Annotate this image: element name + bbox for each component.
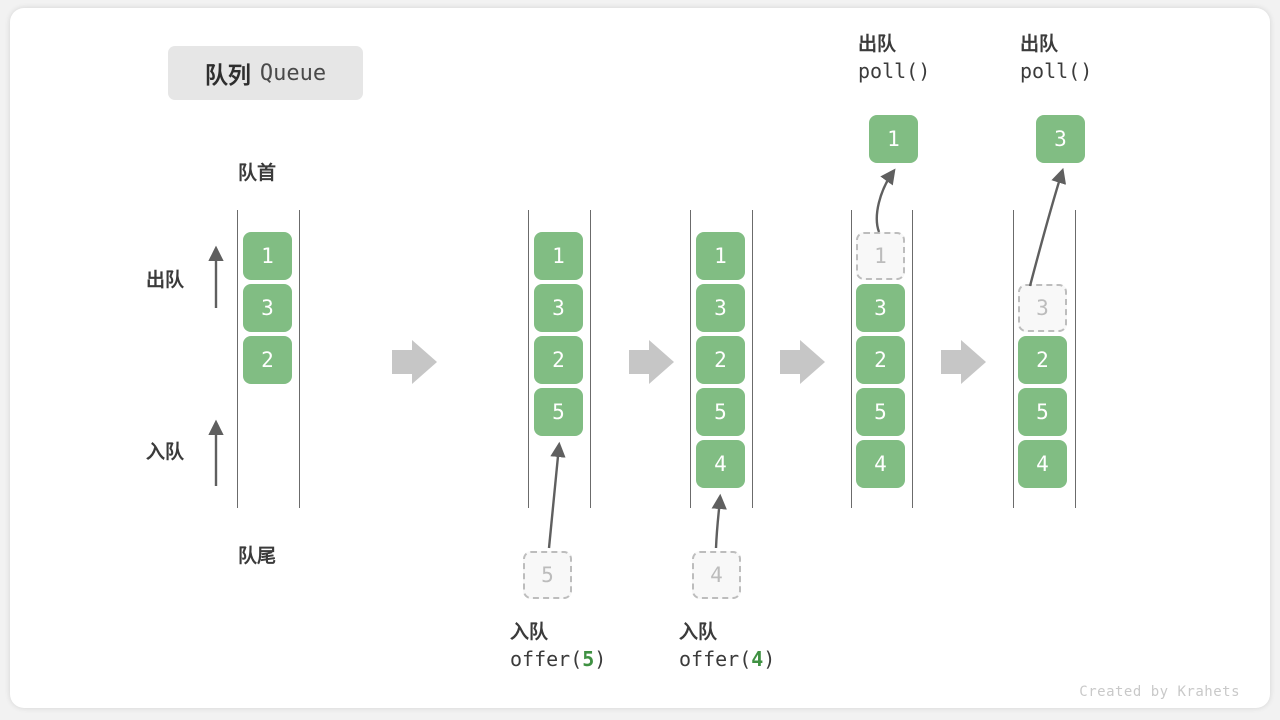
queue-cell: 5 bbox=[696, 388, 745, 436]
queue-cell: 3 bbox=[696, 284, 745, 332]
queue-cell: 2 bbox=[243, 336, 292, 384]
queue-cell: 2 bbox=[696, 336, 745, 384]
queue-rail-right-3 bbox=[752, 210, 753, 508]
queue-cell: 4 bbox=[696, 440, 745, 488]
queue-cell-removed: 1 bbox=[856, 232, 905, 280]
queue-rail-left-4 bbox=[851, 210, 852, 508]
queue-cell: 4 bbox=[856, 440, 905, 488]
operation-name-cn: 出队 bbox=[1020, 34, 1059, 55]
queue-rail-right-1 bbox=[299, 210, 300, 508]
incoming-ghost-cell: 5 bbox=[523, 551, 572, 599]
popped-cell: 3 bbox=[1036, 115, 1085, 163]
queue-cell: 5 bbox=[534, 388, 583, 436]
queue-rail-left-2 bbox=[528, 210, 529, 508]
queue-cell-removed: 3 bbox=[1018, 284, 1067, 332]
operation-code: offer(5) bbox=[510, 646, 607, 671]
queue-rail-right-5 bbox=[1075, 210, 1076, 508]
queue-cell: 2 bbox=[856, 336, 905, 384]
queue-cell: 1 bbox=[243, 232, 292, 280]
queue-cell: 3 bbox=[856, 284, 905, 332]
queue-rail-left-1 bbox=[237, 210, 238, 508]
queue-cell: 2 bbox=[1018, 336, 1067, 384]
incoming-ghost-cell: 4 bbox=[692, 551, 741, 599]
operation-label-poll-3: 出队 poll() bbox=[1020, 32, 1092, 85]
operation-code: poll() bbox=[858, 58, 931, 83]
queue-cell: 3 bbox=[534, 284, 583, 332]
title-english: Queue bbox=[259, 60, 327, 86]
popped-cell: 1 bbox=[869, 115, 918, 163]
queue-cell: 2 bbox=[534, 336, 583, 384]
operation-label-offer-4: 入队 offer(4) bbox=[679, 620, 775, 673]
queue-cell: 5 bbox=[1018, 388, 1067, 436]
operation-code: offer(4) bbox=[679, 646, 776, 671]
queue-cell: 5 bbox=[856, 388, 905, 436]
queue-cell: 1 bbox=[696, 232, 745, 280]
label-front: 队首 bbox=[238, 163, 277, 184]
label-dequeue-direction: 出队 bbox=[146, 270, 185, 291]
diagram-title-chip: 队列 Queue bbox=[168, 46, 363, 100]
footer-credit: Created by Krahets bbox=[1079, 684, 1240, 700]
queue-cell: 4 bbox=[1018, 440, 1067, 488]
queue-rail-left-3 bbox=[690, 210, 691, 508]
operation-name-cn: 出队 bbox=[858, 34, 897, 55]
queue-rail-right-2 bbox=[590, 210, 591, 508]
queue-rail-right-4 bbox=[912, 210, 913, 508]
label-rear: 队尾 bbox=[238, 546, 277, 567]
title-chinese: 队列 bbox=[204, 62, 251, 88]
label-enqueue-direction: 入队 bbox=[146, 442, 185, 463]
operation-label-poll-1: 出队 poll() bbox=[858, 32, 930, 85]
diagram-card bbox=[10, 8, 1270, 708]
operation-label-offer-5: 入队 offer(5) bbox=[510, 620, 606, 673]
queue-cell: 3 bbox=[243, 284, 292, 332]
operation-name-cn: 入队 bbox=[510, 622, 549, 643]
queue-cell: 1 bbox=[534, 232, 583, 280]
operation-name-cn: 入队 bbox=[679, 622, 718, 643]
operation-code: poll() bbox=[1020, 58, 1093, 83]
queue-rail-left-5 bbox=[1013, 210, 1014, 508]
